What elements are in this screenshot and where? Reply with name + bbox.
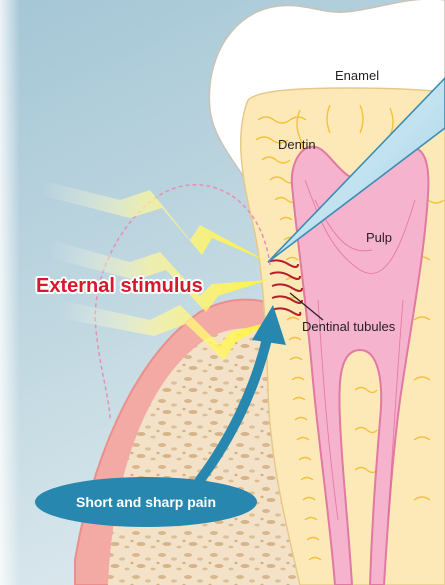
label-dentinal-tubules: Dentinal tubules bbox=[302, 319, 395, 334]
label-external-stimulus: External stimulus bbox=[36, 275, 203, 298]
pain-badge-text: Short and sharp pain bbox=[76, 494, 216, 510]
pain-badge: Short and sharp pain bbox=[35, 477, 257, 527]
label-dentin: Dentin bbox=[278, 137, 316, 152]
background-edge bbox=[0, 0, 20, 585]
label-enamel: Enamel bbox=[335, 68, 379, 83]
label-pulp: Pulp bbox=[366, 230, 392, 245]
